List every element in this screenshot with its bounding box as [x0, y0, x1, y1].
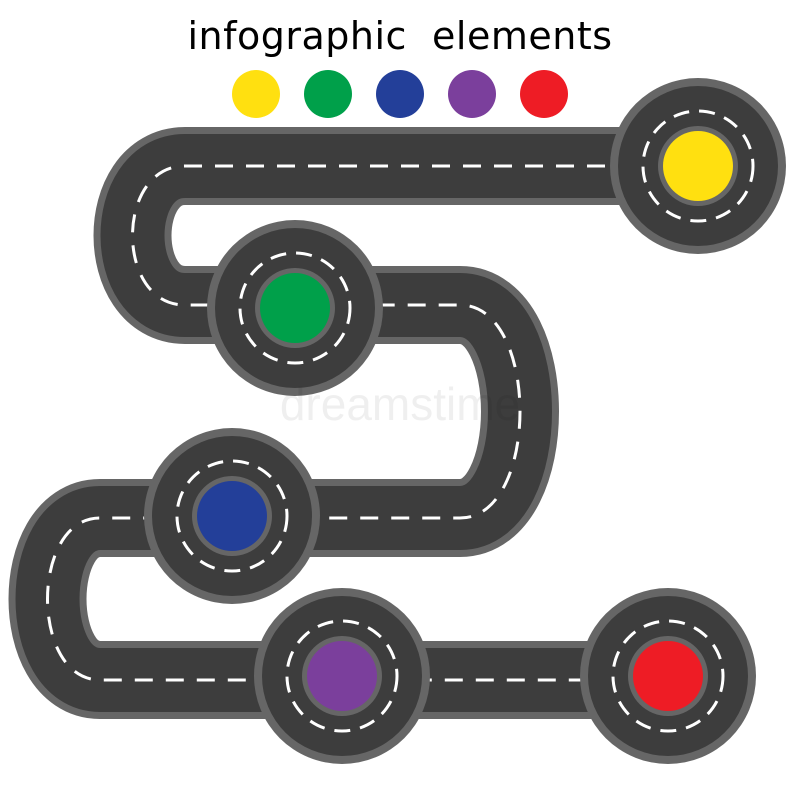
legend-dot-purple	[448, 70, 496, 118]
blue-roundabout-icon	[197, 481, 267, 551]
legend-dot-yellow	[232, 70, 280, 118]
green-roundabout-icon	[260, 273, 330, 343]
legend-dot-green	[304, 70, 352, 118]
yellow-roundabout-icon	[663, 131, 733, 201]
color-legend	[232, 70, 572, 120]
roundabout-green	[207, 220, 383, 396]
title: infographic elements	[187, 14, 613, 58]
roundabout-blue	[144, 428, 320, 604]
legend-dot-red	[520, 70, 568, 118]
purple-roundabout-icon	[307, 641, 377, 711]
lane-marking	[46, 164, 698, 682]
roundabout-red	[580, 588, 756, 764]
road	[8, 127, 698, 719]
watermark: dreamstime	[280, 378, 520, 430]
roundabout-yellow	[610, 78, 786, 254]
roundabout-purple	[254, 588, 430, 764]
red-roundabout-icon	[633, 641, 703, 711]
legend-dot-blue	[376, 70, 424, 118]
